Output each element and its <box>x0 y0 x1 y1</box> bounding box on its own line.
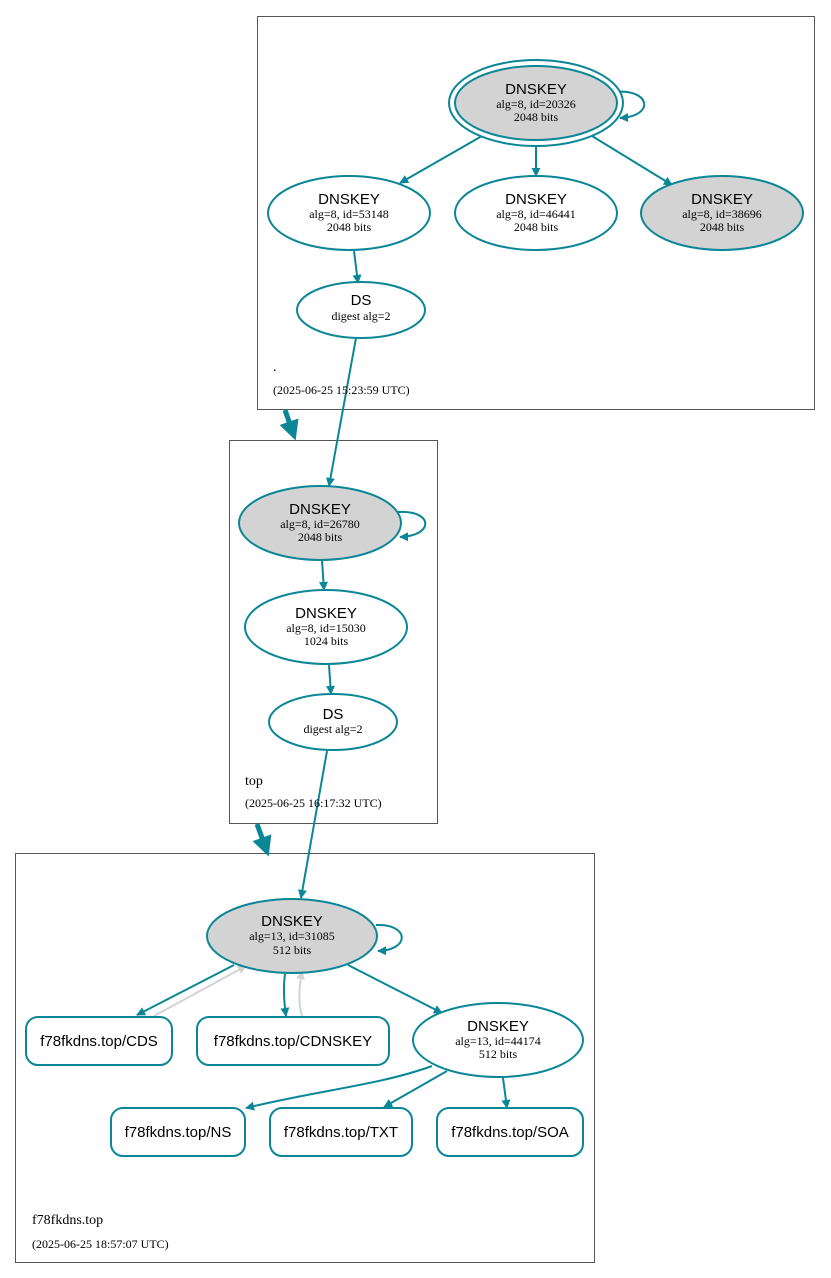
node-detail: alg=8, id=26780 <box>280 517 360 531</box>
node-detail: alg=8, id=38696 <box>682 207 762 221</box>
ds-node-top[interactable]: DS digest alg=2 <box>268 693 398 751</box>
edge-f78-ksk-cds <box>136 964 235 1016</box>
edge-top-ksk-15030 <box>318 559 328 591</box>
node-detail: 2048 bits <box>514 110 559 124</box>
node-detail: alg=13, id=44174 <box>455 1034 541 1048</box>
node-detail: 2048 bits <box>327 220 372 234</box>
edge-44174-ns <box>245 1065 433 1111</box>
node-title: DNSKEY <box>467 1018 529 1035</box>
edge-top-15030-ds <box>325 664 335 695</box>
dnskey-node-53148[interactable]: DNSKEY alg=8, id=53148 2048 bits <box>267 175 431 251</box>
edge-top-ds-f78-ksk <box>297 750 328 899</box>
rrset-node-txt[interactable]: f78fkdns.top/TXT <box>269 1107 413 1157</box>
node-title: DS <box>351 292 372 309</box>
zone-f78-name: f78fkdns.top <box>32 1213 103 1228</box>
rrset-label: f78fkdns.top/CDS <box>40 1033 158 1050</box>
edge-cds-ksk-grey <box>153 965 247 1017</box>
edge-f78-ksk-44174 <box>347 964 443 1014</box>
node-detail: alg=13, id=31085 <box>249 929 335 943</box>
node-detail: 2048 bits <box>298 530 343 544</box>
dnskey-node-26780[interactable]: DNSKEY alg=8, id=26780 2048 bits <box>238 485 402 561</box>
rrset-node-soa[interactable]: f78fkdns.top/SOA <box>436 1107 584 1157</box>
zone-root-timestamp: (2025-06-25 15:23:59 UTC) <box>273 383 410 397</box>
delegation-arrow-root-top <box>279 409 299 441</box>
node-title: DNSKEY <box>505 191 567 208</box>
edge-root-53148-ds <box>352 250 362 284</box>
rrset-label: f78fkdns.top/SOA <box>451 1124 569 1141</box>
node-title: DNSKEY <box>295 605 357 622</box>
zone-top-name: top <box>245 774 263 789</box>
node-detail: 2048 bits <box>700 220 745 234</box>
node-detail: alg=8, id=53148 <box>309 207 389 221</box>
rrset-node-ns[interactable]: f78fkdns.top/NS <box>110 1107 246 1157</box>
node-title: DNSKEY <box>289 501 351 518</box>
node-detail: 512 bits <box>479 1047 518 1061</box>
edge-root-ds-top-ksk <box>326 337 357 487</box>
ds-node-root[interactable]: DS digest alg=2 <box>296 281 426 339</box>
edge-f78-ksk-self <box>375 923 403 956</box>
edge-top-ksk-self <box>397 510 427 542</box>
dnskey-node-31085[interactable]: DNSKEY alg=13, id=31085 512 bits <box>206 898 378 974</box>
node-detail: digest alg=2 <box>331 309 390 323</box>
edge-44174-txt <box>383 1070 448 1108</box>
rrset-node-cds[interactable]: f78fkdns.top/CDS <box>25 1016 173 1066</box>
node-title: DNSKEY <box>261 913 323 930</box>
dnskey-node-46441[interactable]: DNSKEY alg=8, id=46441 2048 bits <box>454 175 618 251</box>
node-detail: alg=8, id=46441 <box>496 207 576 221</box>
node-detail: digest alg=2 <box>303 722 362 736</box>
node-detail: alg=8, id=15030 <box>286 621 366 635</box>
dnskey-node-20326[interactable]: DNSKEY alg=8, id=20326 2048 bits <box>448 59 624 147</box>
edge-cdnskey-ksk-grey <box>296 970 306 1017</box>
zone-root-name: . <box>273 360 277 375</box>
zone-top-timestamp: (2025-06-25 16:17:32 UTC) <box>245 796 382 810</box>
dnskey-node-38696[interactable]: DNSKEY alg=8, id=38696 2048 bits <box>640 175 804 251</box>
node-detail: 1024 bits <box>304 634 349 648</box>
edge-root-ksk-53148 <box>399 135 483 184</box>
node-detail: 512 bits <box>273 943 312 957</box>
dnskey-node-15030[interactable]: DNSKEY alg=8, id=15030 1024 bits <box>244 589 408 665</box>
node-detail: alg=8, id=20326 <box>496 97 576 111</box>
node-title: DS <box>323 706 344 723</box>
edge-f78-ksk-cdnskey <box>280 973 290 1017</box>
node-title: DNSKEY <box>505 81 567 98</box>
rrset-label: f78fkdns.top/TXT <box>284 1124 398 1141</box>
rrset-node-cdnskey[interactable]: f78fkdns.top/CDNSKEY <box>196 1016 390 1066</box>
rrset-label: f78fkdns.top/NS <box>125 1124 232 1141</box>
edge-root-ksk-38696 <box>591 135 673 186</box>
delegation-arrow-top-f78 <box>252 823 272 857</box>
node-detail: 2048 bits <box>514 220 559 234</box>
zone-f78-timestamp: (2025-06-25 18:57:07 UTC) <box>32 1237 169 1251</box>
node-title: DNSKEY <box>691 191 753 208</box>
rrset-label: f78fkdns.top/CDNSKEY <box>214 1033 372 1050</box>
edge-44174-soa <box>501 1077 511 1109</box>
dnskey-node-44174[interactable]: DNSKEY alg=13, id=44174 512 bits <box>412 1002 584 1078</box>
edge-root-ksk-self <box>613 90 646 123</box>
node-title: DNSKEY <box>318 191 380 208</box>
